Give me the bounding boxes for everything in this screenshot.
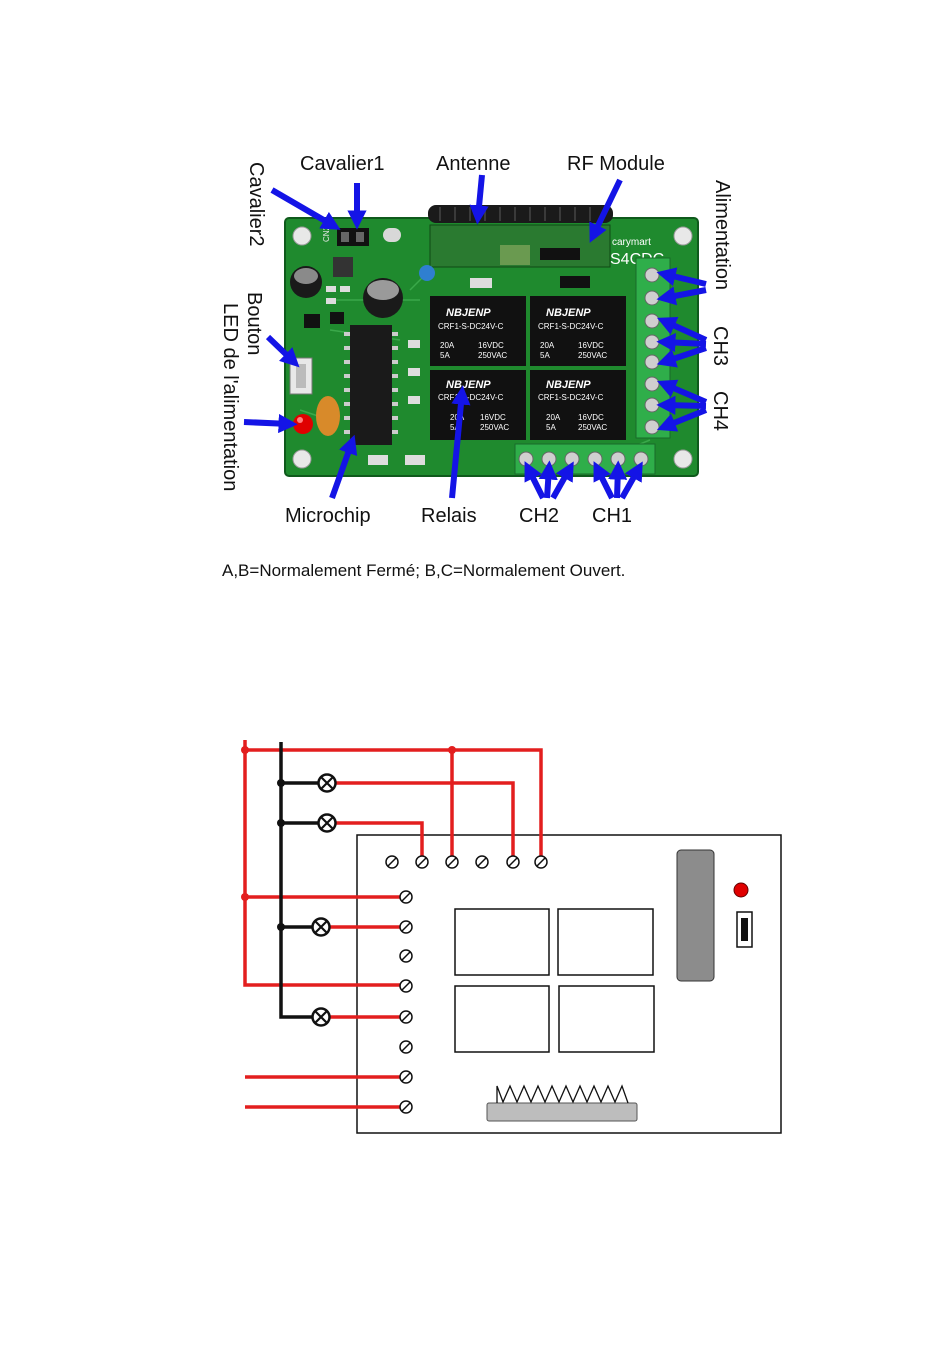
schematic-relay bbox=[454, 985, 550, 1053]
label-rf-module: RF Module bbox=[567, 153, 665, 175]
arrow-ch1-b bbox=[608, 460, 628, 499]
label-ch4: CH4 bbox=[709, 391, 731, 431]
terminal-block-bottom bbox=[514, 443, 656, 475]
arrow-bouton bbox=[265, 334, 300, 368]
svg-text:250VAC: 250VAC bbox=[478, 351, 507, 360]
label-cavalier1: Cavalier1 bbox=[300, 153, 384, 175]
schematic-board bbox=[356, 834, 782, 1134]
svg-text:16VDC: 16VDC bbox=[578, 413, 604, 422]
svg-text:CRF1-S-DC24V-C: CRF1-S-DC24V-C bbox=[438, 322, 504, 331]
power-led bbox=[293, 414, 313, 434]
pointer-arrows bbox=[243, 174, 708, 500]
svg-text:CRF1-S-DC24V-C: CRF1-S-DC24V-C bbox=[538, 322, 604, 331]
label-ch3: CH3 bbox=[709, 326, 731, 366]
svg-text:CRF1-S-DC24V-C: CRF1-S-DC24V-C bbox=[438, 393, 504, 402]
schematic-relay bbox=[558, 985, 655, 1053]
arrow-cavalier2 bbox=[270, 187, 341, 230]
schematic-relay bbox=[454, 908, 550, 976]
svg-text:20A: 20A bbox=[440, 341, 455, 350]
svg-text:NBJENP: NBJENP bbox=[446, 307, 491, 319]
label-ch1: CH1 bbox=[592, 505, 632, 527]
svg-text:20A: 20A bbox=[546, 413, 561, 422]
ceramic-capacitor-icon bbox=[316, 396, 340, 436]
arrow-microchip bbox=[329, 434, 358, 500]
schematic-antenna-coil bbox=[496, 1084, 629, 1104]
mounting-hole-icon bbox=[292, 449, 312, 469]
svg-text:CRF1-S-DC24V-C: CRF1-S-DC24V-C bbox=[538, 393, 604, 402]
label-antenne: Antenne bbox=[436, 153, 511, 175]
schematic-antenna-bar bbox=[486, 1102, 638, 1122]
mounting-hole-icon bbox=[292, 226, 312, 246]
arrow-alim-a bbox=[656, 267, 707, 287]
svg-text:5A: 5A bbox=[450, 423, 460, 432]
label-alimentation: Alimentation bbox=[711, 180, 733, 290]
screw-terminals-top bbox=[385, 855, 548, 869]
arrow-ch2-c bbox=[550, 461, 574, 500]
arrow-ch3-c bbox=[656, 345, 707, 368]
wiring-diagram bbox=[241, 740, 782, 1134]
svg-text:NBJENP: NBJENP bbox=[546, 379, 591, 391]
jumper-print: CN2 bbox=[322, 225, 331, 242]
arrow-antenne bbox=[469, 174, 489, 225]
lamp-icon bbox=[311, 1007, 331, 1027]
arrow-ch4-c bbox=[656, 407, 708, 432]
svg-text:250VAC: 250VAC bbox=[578, 423, 607, 432]
schematic-relay bbox=[557, 908, 654, 976]
label-ch2: CH2 bbox=[519, 505, 559, 527]
arrow-ch3-a bbox=[657, 317, 708, 343]
svg-text:250VAC: 250VAC bbox=[480, 423, 509, 432]
arrow-ch2-b bbox=[538, 460, 558, 499]
relay-1: NBJENP CRF1-S-DC24V-C 20A 16VDC 5A 250VA… bbox=[430, 296, 526, 366]
caption: A,B=Normalement Fermé; B,C=Normalement O… bbox=[222, 561, 625, 580]
small-capacitor-icon bbox=[419, 265, 435, 281]
lamp-icon bbox=[317, 813, 337, 833]
mounting-hole-icon bbox=[673, 449, 693, 469]
arrow-led bbox=[243, 413, 298, 434]
label-relais: Relais bbox=[421, 505, 477, 527]
arrow-ch1-c bbox=[619, 461, 643, 500]
lamp-icon bbox=[317, 773, 337, 793]
svg-text:5A: 5A bbox=[440, 351, 450, 360]
arrow-ch2-a bbox=[524, 461, 546, 500]
svg-text:5A: 5A bbox=[546, 423, 556, 432]
label-led: LED de l'alimentation bbox=[219, 303, 241, 491]
svg-text:250VAC: 250VAC bbox=[578, 351, 607, 360]
arrow-alim-b bbox=[656, 286, 707, 306]
svg-text:5A: 5A bbox=[540, 351, 550, 360]
ic-pins bbox=[344, 332, 398, 434]
microchip-ic bbox=[350, 325, 392, 445]
brand-print: carymart bbox=[612, 237, 651, 248]
svg-text:20A: 20A bbox=[540, 341, 555, 350]
arrow-rf-module bbox=[589, 178, 623, 243]
arrow-ch4-a bbox=[656, 379, 708, 405]
arrow-ch4-b bbox=[656, 395, 707, 415]
label-bouton: Bouton bbox=[243, 292, 265, 355]
svg-text:16VDC: 16VDC bbox=[480, 413, 506, 422]
screw-terminals-left bbox=[399, 890, 413, 1114]
mounting-hole-icon bbox=[673, 226, 693, 246]
neutral-wires bbox=[279, 742, 320, 1019]
svg-text:16VDC: 16VDC bbox=[478, 341, 504, 350]
arrow-relais bbox=[449, 385, 471, 499]
regulator bbox=[333, 257, 353, 277]
label-microchip: Microchip bbox=[285, 505, 371, 527]
arrow-ch3-b bbox=[656, 332, 707, 353]
relay-2: NBJENP CRF1-S-DC24V-C 20A 16VDC 5A 250VA… bbox=[530, 296, 626, 366]
module-photo: CN2 carymart S4CDC bbox=[284, 205, 699, 477]
lamp-icon bbox=[311, 917, 331, 937]
svg-text:NBJENP: NBJENP bbox=[446, 379, 491, 391]
terminal-block-right bbox=[635, 257, 671, 439]
relay-3: NBJENP CRF1-S-DC24V-C 20A 16VDC 5A 250VA… bbox=[430, 370, 526, 440]
svg-text:NBJENP: NBJENP bbox=[546, 307, 591, 319]
power-wires bbox=[243, 740, 543, 1109]
relay-4: NBJENP CRF1-S-DC24V-C 20A 16VDC 5A 250VA… bbox=[530, 370, 626, 440]
label-cavalier2: Cavalier2 bbox=[245, 162, 267, 246]
svg-text:16VDC: 16VDC bbox=[578, 341, 604, 350]
arrow-ch1-a bbox=[593, 461, 615, 500]
schematic-led bbox=[733, 882, 749, 898]
schematic-rf-module bbox=[676, 849, 715, 982]
